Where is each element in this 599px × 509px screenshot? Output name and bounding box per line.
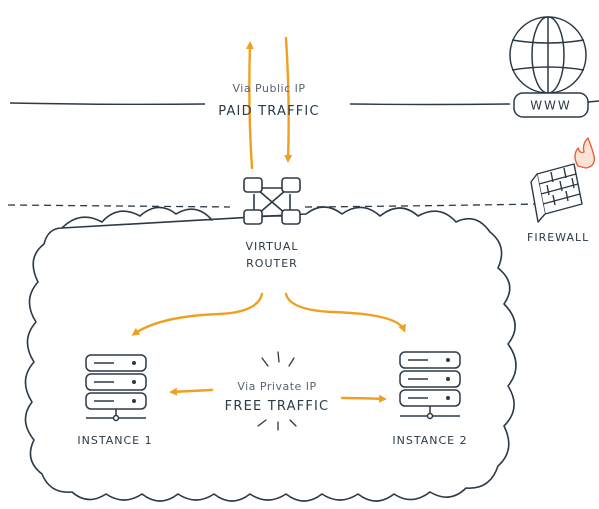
instance-1-server-icon [85, 354, 147, 422]
public-link-sublabel: Via Public IP [232, 82, 306, 95]
network-boundary-dashed-line-right [304, 203, 541, 208]
router-icon [243, 177, 301, 225]
internet-line-right [349, 103, 511, 106]
free-traffic-arrow-right [340, 394, 387, 403]
outbound-traffic-arrow [245, 41, 254, 170]
router-to-instance-2-arrow [284, 292, 406, 333]
internet-line-far-right [587, 100, 599, 103]
www-badge [513, 92, 589, 118]
free-traffic-sparkle [257, 351, 297, 431]
private-network-cloud [24, 206, 517, 502]
free-traffic-arrow-left [169, 387, 214, 396]
private-link-label: FREE TRAFFIC [224, 399, 330, 414]
firewall-label: FIREWALL [527, 231, 590, 244]
www-label: WWW [530, 99, 572, 113]
network-boundary-dashed-line [7, 204, 231, 208]
instance-2-label: INSTANCE 2 [392, 434, 468, 447]
internet-line-left [9, 102, 206, 106]
fire-icon [574, 137, 596, 169]
router-label-line1: VIRTUAL [245, 240, 299, 253]
inbound-traffic-arrow [284, 36, 293, 163]
router-to-instance-1-arrow [131, 292, 264, 336]
router-label-line2: ROUTER [246, 257, 298, 270]
firewall-icon [530, 163, 583, 223]
public-link-label: PAID TRAFFIC [218, 104, 320, 119]
instance-1-label: INSTANCE 1 [77, 434, 153, 447]
private-link-sublabel: Via Private IP [237, 380, 317, 393]
instance-2-server-icon [399, 351, 461, 420]
